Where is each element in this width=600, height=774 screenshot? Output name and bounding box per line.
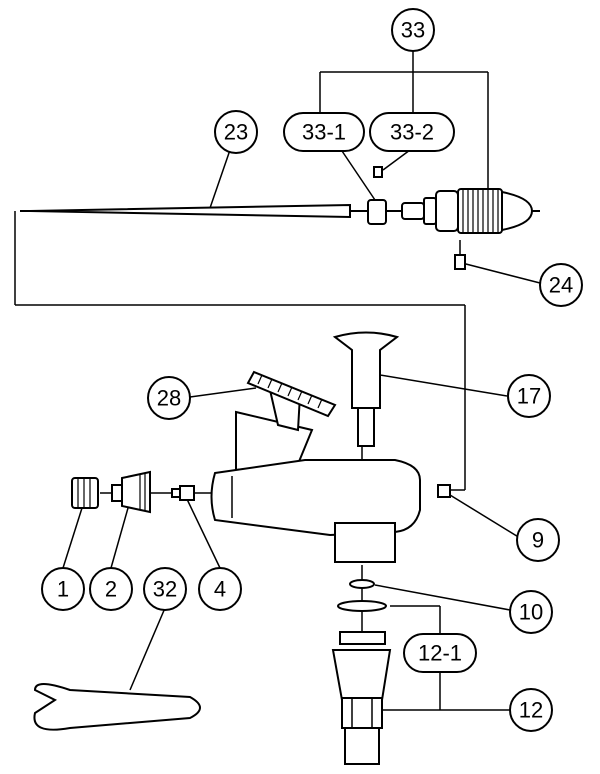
svg-text:33-1: 33-1 [302, 120, 346, 145]
svg-text:23: 23 [224, 120, 248, 145]
callout-33: 33 [391, 8, 435, 52]
trigger [332, 331, 400, 447]
callout-4: 4 [198, 567, 242, 611]
leader-lines [14, 47, 541, 711]
small-washer [349, 579, 375, 589]
wrench [33, 683, 201, 731]
small-fitting [454, 254, 466, 270]
svg-text:17: 17 [517, 384, 541, 409]
needle-collar [367, 199, 387, 225]
callout-17: 17 [507, 374, 551, 418]
svg-text:10: 10 [519, 600, 543, 625]
callout-9: 9 [516, 518, 560, 562]
head-cap [111, 470, 151, 514]
needle-chuck-assembly [401, 188, 534, 234]
callout-23: 23 [214, 110, 258, 154]
collar-screw [373, 166, 383, 178]
svg-text:12-1: 12-1 [418, 641, 462, 666]
svg-text:33-2: 33-2 [390, 120, 434, 145]
svg-text:33: 33 [401, 18, 425, 43]
callout-12: 12 [509, 688, 553, 732]
needle [29, 203, 351, 219]
callout-10: 10 [509, 590, 553, 634]
callout-32: 32 [143, 567, 187, 611]
callout-1: 1 [41, 567, 85, 611]
svg-text:28: 28 [157, 386, 181, 411]
svg-text:9: 9 [532, 528, 544, 553]
svg-text:24: 24 [549, 273, 573, 298]
hose-adaptor [331, 631, 392, 765]
nozzle [171, 485, 195, 501]
air-valve-fitting [437, 484, 451, 498]
callout-28: 28 [147, 376, 191, 420]
callout-24: 24 [539, 263, 583, 307]
svg-text:4: 4 [214, 577, 226, 602]
large-washer [337, 600, 387, 612]
callout-2: 2 [89, 567, 133, 611]
cup-lid [246, 370, 337, 418]
airbrush-body [210, 459, 421, 563]
svg-text:12: 12 [519, 698, 543, 723]
svg-text:2: 2 [105, 577, 117, 602]
svg-text:1: 1 [57, 577, 69, 602]
callout-33-1: 33-1 [283, 112, 365, 152]
nozzle-cap [71, 477, 99, 509]
svg-text:32: 32 [153, 577, 177, 602]
callout-12-1: 12-1 [403, 633, 477, 673]
callout-33-2: 33-2 [369, 112, 455, 152]
